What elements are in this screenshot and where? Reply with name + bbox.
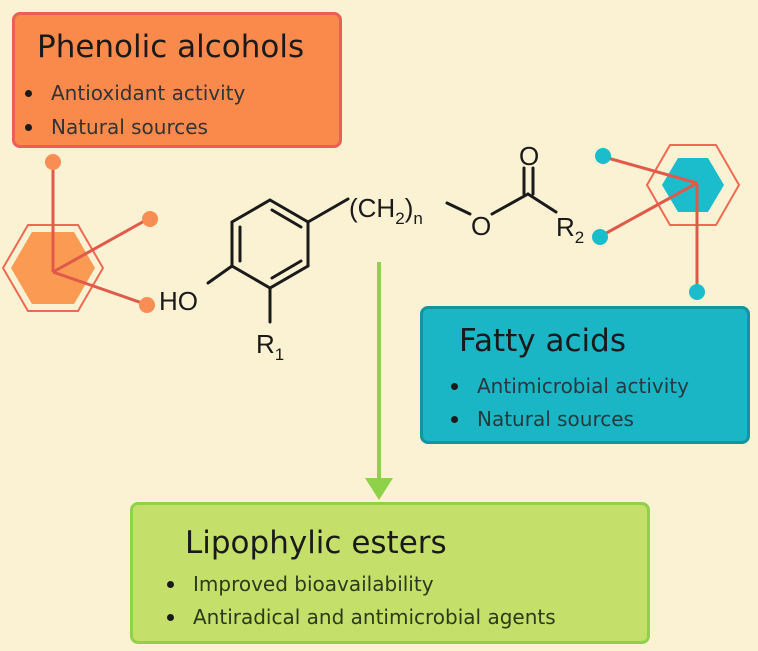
phenolic-connector-right: [52, 217, 149, 274]
lipophylic-esters-list: Improved bioavailability Antiradical and…: [163, 571, 556, 637]
r1-label: R1: [256, 329, 284, 364]
benzene-inner-bond-2: [270, 208, 303, 229]
carbonyl-oxygen-label: O: [519, 141, 539, 171]
fatty-node-top: [595, 148, 611, 164]
phenolic-node-bottom: [139, 297, 155, 313]
transform-arrow: [365, 262, 393, 500]
methylene-chain-label: (CH2)n: [349, 193, 423, 228]
fatty-connector-left: [600, 181, 698, 238]
fatty-node-left: [592, 229, 608, 245]
list-item: Antiradical and antimicrobial agents: [163, 604, 556, 637]
bond-chain-to-oxygen: [445, 201, 472, 216]
phenolic-hexagon-outline: [1, 224, 105, 312]
fatty-acids-title: Fatty acids: [459, 323, 626, 359]
lipophylic-esters-title: Lipophylic esters: [185, 525, 447, 561]
fatty-hexagon-outline: [645, 144, 741, 226]
lipophylic-esters-card: Lipophylic esters Improved bioavailabili…: [130, 502, 650, 644]
phenolic-alcohols-card: Phenolic alcohols Antioxidant activity N…: [12, 12, 342, 148]
fatty-connector-top: [603, 155, 698, 185]
phenolic-alcohols-list: Antioxidant activity Natural sources: [21, 80, 245, 148]
transform-arrow-head: [365, 478, 393, 500]
list-item: Natural sources: [447, 406, 689, 439]
ester-oxygen-label: O: [471, 211, 491, 241]
list-item: Natural sources: [21, 114, 245, 148]
fatty-acids-card: Fatty acids Antimicrobial activity Natur…: [420, 306, 750, 444]
bond-carbonyl-to-r2: [526, 192, 558, 214]
hydroxyl-label: HO: [159, 286, 198, 316]
molecule-structure: [206, 166, 558, 324]
phenolic-node-top: [45, 154, 61, 170]
list-item: Antioxidant activity: [21, 80, 245, 114]
fatty-node-bottom: [689, 284, 705, 300]
phenolic-hexagon-motif: [1, 154, 158, 313]
fatty-hexagon-motif: [592, 144, 741, 300]
list-item: Antimicrobial activity: [447, 373, 689, 406]
list-item: Improved bioavailability: [163, 571, 556, 604]
benzene-ring: [230, 198, 310, 290]
bond-ring-to-chain: [306, 197, 350, 224]
phenolic-node-right: [142, 211, 158, 227]
phenolic-alcohols-title: Phenolic alcohols: [37, 29, 305, 65]
bond-ring-to-hydroxyl: [206, 264, 234, 285]
fatty-acids-list: Antimicrobial activity Natural sources: [447, 373, 689, 439]
r2-label: R2: [556, 212, 584, 247]
bond-oxygen-to-carbonyl: [490, 192, 530, 216]
phenolic-connector-bottom: [52, 270, 146, 306]
benzene-inner-bond-3: [270, 259, 303, 280]
